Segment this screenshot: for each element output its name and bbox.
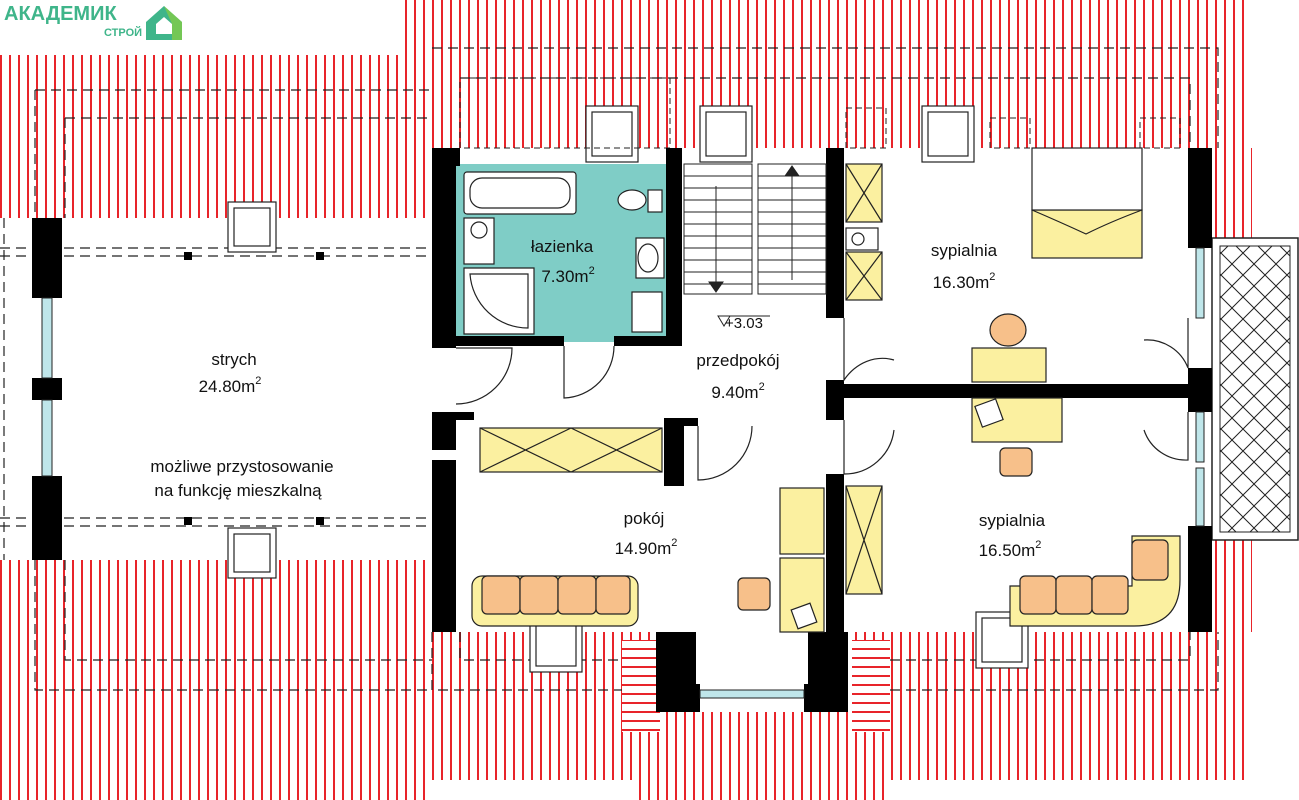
- svg-text:24.80m2: 24.80m2: [199, 375, 262, 396]
- skylight: [699, 105, 753, 163]
- room-area-przedpokoj: 9.40m: [711, 383, 758, 402]
- desk: [779, 487, 825, 555]
- level-mark: +3.03: [725, 315, 763, 332]
- room-area-lazienka: 7.30m: [541, 267, 588, 286]
- window: [1195, 247, 1205, 319]
- chair: [989, 313, 1027, 347]
- cabinet: [631, 291, 663, 333]
- doors: [455, 318, 1189, 481]
- roof-top: [404, 0, 1244, 148]
- roof-right-edge: [1212, 148, 1252, 238]
- window: [41, 399, 53, 477]
- beam-markers: [184, 252, 324, 525]
- room-area-sypialnia-1: 16.30m: [933, 273, 990, 292]
- svg-text:7.30m2: 7.30m2: [541, 265, 594, 286]
- roof-bottom-center: [636, 700, 886, 800]
- staircase: [683, 163, 827, 327]
- room-area-strych: 24.80m: [199, 377, 256, 396]
- toilet: [617, 189, 647, 211]
- roof-bay-right: [852, 640, 890, 732]
- skylight: [227, 201, 277, 253]
- roof-left-bottom: [0, 560, 432, 800]
- roof-left-top: [0, 55, 432, 218]
- room-name-pokoj: pokój: [624, 509, 665, 528]
- window: [1195, 467, 1205, 527]
- room-name-sypialnia-2: sypialnia: [979, 511, 1046, 530]
- desk: [971, 347, 1047, 383]
- chair: [999, 447, 1033, 477]
- brand-sub: СТРОЙ: [104, 26, 142, 39]
- room-name-przedpokoj: przedpokój: [696, 351, 779, 370]
- roof-outline-dashed: [0, 47, 1219, 691]
- area-exponent: 2: [589, 265, 595, 277]
- room-name-strych: strych: [211, 350, 256, 369]
- skylight: [921, 105, 975, 163]
- balcony: [1211, 237, 1299, 541]
- walls: [32, 148, 1212, 712]
- room-labels: strych 24.80m2 możliwe przystosowanie na…: [150, 237, 1045, 560]
- chair: [737, 577, 771, 611]
- area-exponent: 2: [671, 537, 677, 549]
- room-area-pokoj: 14.90m: [615, 539, 672, 558]
- skylight: [585, 105, 639, 163]
- window: [41, 297, 53, 379]
- window: [1195, 411, 1205, 463]
- area-exponent: 2: [1035, 539, 1041, 551]
- note-line1: możliwe przystosowanie: [150, 457, 333, 476]
- wardrobe: [479, 427, 663, 473]
- svg-text:9.40m2: 9.40m2: [711, 381, 764, 402]
- brand-name: АКАДЕМИК: [4, 3, 117, 25]
- furniture: [471, 147, 1181, 633]
- note-line2: na funkcję mieszkalną: [154, 481, 322, 500]
- svg-text:16.50m2: 16.50m2: [979, 539, 1042, 560]
- svg-text:14.90m2: 14.90m2: [615, 537, 678, 558]
- svg-text:16.30m2: 16.30m2: [933, 271, 996, 292]
- room-name-lazienka: łazienka: [531, 237, 594, 256]
- house-icon: [146, 6, 182, 40]
- area-exponent: 2: [989, 271, 995, 283]
- roof-windows: [227, 105, 1029, 673]
- window: [699, 689, 805, 699]
- skylight: [227, 527, 277, 579]
- roof-right-edge-low: [1212, 540, 1252, 632]
- windows: [41, 247, 1205, 699]
- room-name-sypialnia-1: sypialnia: [931, 241, 998, 260]
- area-exponent: 2: [255, 375, 261, 387]
- dormer-outlines: [459, 77, 1181, 149]
- brand-logo: АКАДЕМИК СТРОЙ: [0, 0, 190, 44]
- room-area-sypialnia-2: 16.50m: [979, 541, 1036, 560]
- area-exponent: 2: [759, 381, 765, 393]
- bathroom-fixtures: [463, 171, 665, 335]
- roof-bay-left: [622, 640, 660, 732]
